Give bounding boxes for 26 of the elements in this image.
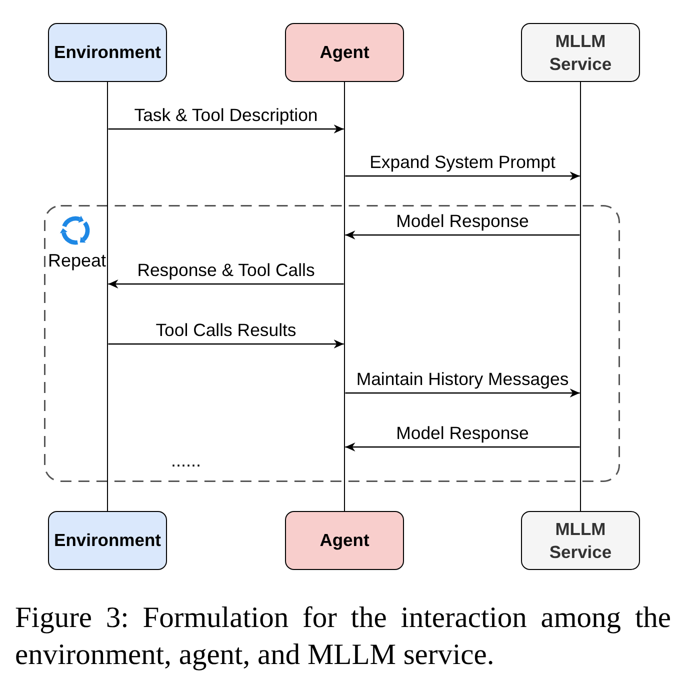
message-arrow bbox=[345, 230, 580, 240]
participant-box: Agent bbox=[285, 23, 404, 82]
message-arrow bbox=[345, 388, 580, 398]
message-arrow bbox=[108, 280, 344, 288]
participant-box: Environment bbox=[48, 23, 167, 82]
lifeline bbox=[580, 82, 582, 511]
message-label: Task & Tool Description bbox=[134, 104, 318, 126]
participant-box: MLLM Service bbox=[521, 511, 640, 570]
message-arrow bbox=[345, 442, 580, 452]
participant-box: MLLM Service bbox=[521, 23, 640, 82]
lifeline bbox=[106, 82, 108, 511]
message-label: Maintain History Messages bbox=[356, 368, 569, 390]
message-label: Tool Calls Results bbox=[156, 320, 296, 340]
message-arrow bbox=[108, 124, 344, 134]
message-arrow bbox=[345, 172, 580, 180]
figure-caption: Figure 3: Formulation for the interaction among the environment, agent, and MLLM service. bbox=[15, 601, 671, 673]
lifeline bbox=[344, 82, 346, 511]
message-label: Response & Tool Calls bbox=[137, 260, 315, 280]
ellipsis-text: ...... bbox=[171, 450, 201, 472]
message-label: Expand System Prompt bbox=[370, 152, 556, 172]
message-arrow bbox=[108, 340, 344, 348]
message-label: Model Response bbox=[396, 210, 529, 232]
participant-box: Environment bbox=[48, 511, 167, 570]
loop-label: Repeat bbox=[48, 250, 106, 272]
participant-box: Agent bbox=[285, 511, 404, 570]
message-label: Model Response bbox=[396, 422, 529, 444]
